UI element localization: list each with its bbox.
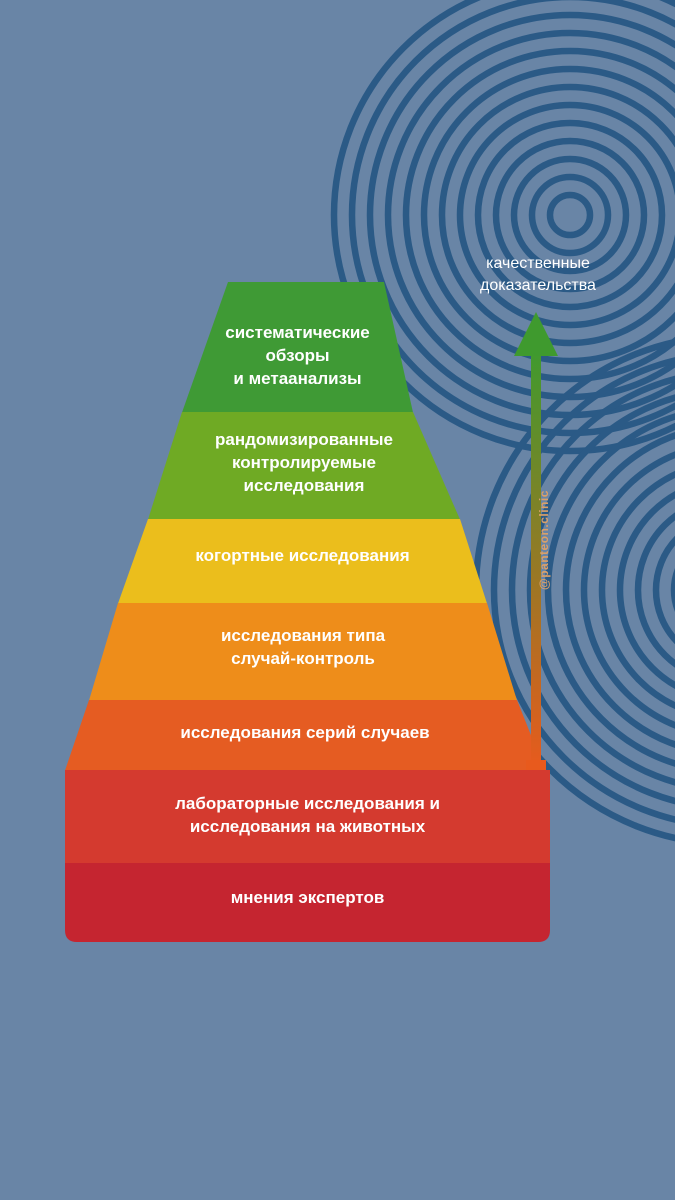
pyramid-level-5-band bbox=[65, 700, 545, 771]
ring-1-6 bbox=[598, 470, 675, 710]
pyramid-level-2: рандомизированные контролируемые исследова… bbox=[148, 412, 460, 520]
pyramid-level-2-label-line-2: контролируемые bbox=[232, 453, 376, 472]
pyramid-level-7-label-line-1: мнения экспертов bbox=[231, 888, 385, 907]
pyramid-level-3: когортные исследования bbox=[118, 519, 487, 604]
pyramid-level-1-band bbox=[182, 282, 413, 413]
pyramid-level-7: мнения экспертов bbox=[65, 863, 550, 942]
ring-1-7 bbox=[580, 451, 675, 729]
pyramid-level-4: исследования типа случай-контроль bbox=[89, 603, 517, 701]
ring-1-9 bbox=[544, 413, 675, 767]
pyramid-level-1-label-line-2: обзоры bbox=[266, 346, 330, 365]
quality-arrow bbox=[514, 312, 558, 770]
pyramid-level-5-label-line-1: исследования серий случаев bbox=[180, 723, 429, 742]
ring-0-8 bbox=[402, 47, 675, 383]
ring-0-4 bbox=[474, 119, 666, 311]
ring-0-2 bbox=[510, 155, 630, 275]
evidence-pyramid: систематические обзоры и метаанализы рандом… bbox=[65, 282, 550, 942]
pyramid-level-3-band bbox=[118, 519, 487, 604]
pyramid-level-4-label-line-1: исследования типа bbox=[221, 626, 386, 645]
ring-0-0 bbox=[546, 191, 594, 239]
quality-arrow-base bbox=[526, 760, 546, 770]
pyramid-level-3-label-line-1: когортные исследования bbox=[195, 546, 409, 565]
ring-1-4 bbox=[634, 512, 675, 668]
pyramid-level-1: систематические обзоры и метаанализы bbox=[182, 282, 413, 413]
ring-1-5 bbox=[616, 491, 675, 689]
ring-0-5 bbox=[456, 101, 675, 329]
ring-0-3 bbox=[492, 137, 648, 293]
arrow-label-line-2: доказательства bbox=[480, 277, 596, 294]
ring-1-12 bbox=[490, 357, 675, 823]
pyramid-level-2-band bbox=[148, 412, 460, 520]
ring-0-12 bbox=[330, 0, 675, 455]
ring-0-11 bbox=[348, 0, 675, 437]
pyramid-level-7-band bbox=[65, 863, 550, 942]
pyramid-level-1-label-line-3: и метаанализы bbox=[233, 369, 361, 388]
pyramid-level-6-label-line-1: лабораторные исследования и bbox=[175, 794, 440, 813]
concentric-rings-decoration bbox=[330, 0, 675, 842]
pyramid-level-6-label-line-2: исследования на животных bbox=[190, 817, 426, 836]
pyramid-level-6-band bbox=[65, 770, 550, 864]
ring-1-2 bbox=[670, 567, 675, 613]
watermark-handle: @panteon.clinic bbox=[537, 490, 551, 590]
pyramid-level-1-label-line-1: систематические bbox=[225, 323, 369, 342]
arrow-label-line-1: качественные bbox=[486, 255, 590, 272]
ring-1-10 bbox=[526, 394, 675, 786]
pyramid-level-2-label-line-3: исследования bbox=[244, 476, 365, 495]
pyramid-level-6: лабораторные исследования и исследования … bbox=[65, 770, 550, 864]
pyramid-level-5: исследования серий случаев bbox=[65, 700, 545, 771]
ring-0-9 bbox=[384, 29, 675, 401]
pyramid-level-2-label-line-1: рандомизированные bbox=[215, 430, 393, 449]
ring-1-8 bbox=[562, 432, 675, 748]
quality-arrow-head bbox=[514, 312, 558, 356]
pyramid-level-4-label-line-2: случай-контроль bbox=[231, 649, 375, 668]
pyramid-level-4-band bbox=[89, 603, 517, 701]
quality-arrow-shaft bbox=[531, 350, 541, 770]
ring-1-11 bbox=[508, 375, 675, 805]
ring-1-3 bbox=[652, 535, 675, 645]
ring-0-7 bbox=[420, 65, 675, 365]
ring-0-1 bbox=[528, 173, 612, 257]
ring-0-6 bbox=[438, 83, 675, 347]
